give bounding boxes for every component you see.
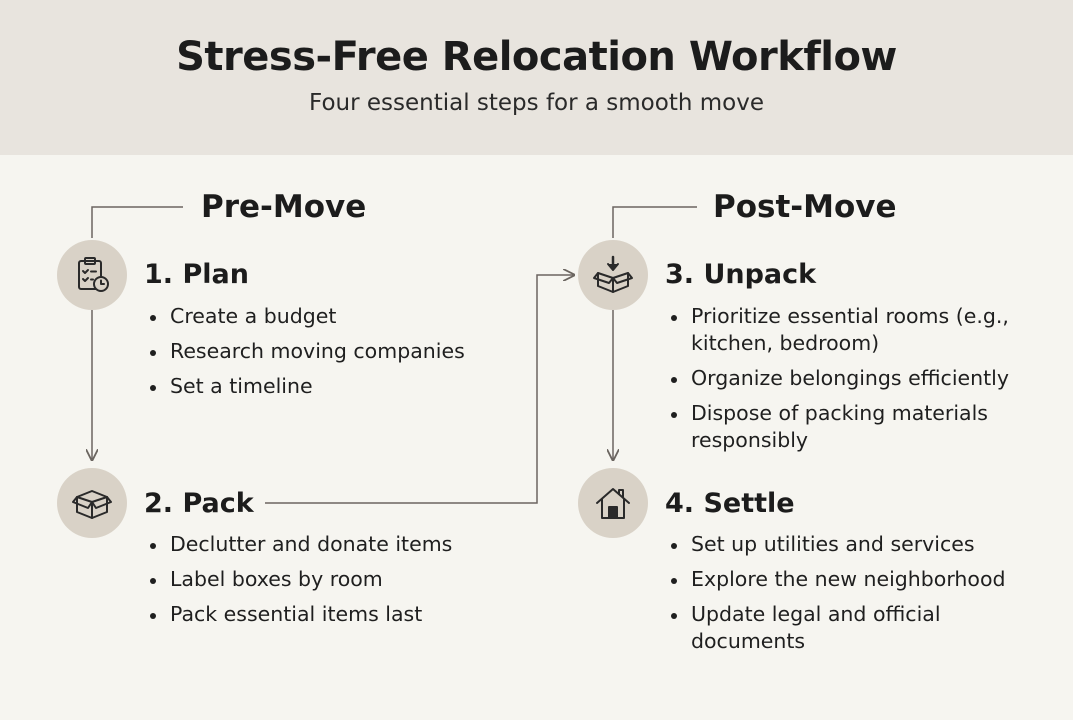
step-unpack-icon-circle [578,240,648,310]
step-plan-icon-circle [57,240,127,310]
step-pack-title: 2. Pack [144,488,254,519]
step-settle-title: 4. Settle [665,488,795,519]
clipboard-clock-icon [78,257,109,292]
list-item: Explore the new neighborhood [667,566,1027,593]
list-item: Dispose of packing materials responsibly [667,400,1027,454]
step-pack-icon-circle [57,468,127,538]
step-settle-icon-circle [578,468,648,538]
page-title: Stress-Free Relocation Workflow [176,34,897,80]
pre-move-heading: Pre-Move [201,189,367,225]
list-item: Create a budget [146,303,526,330]
step-plan-title: 1. Plan [144,259,249,290]
list-item: Prioritize essential rooms (e.g., kitche… [667,303,1027,357]
step-unpack-list: Prioritize essential rooms (e.g., kitche… [667,303,1027,462]
box-down-arrow-icon [593,255,633,293]
list-item: Set a timeline [146,373,526,400]
list-item: Update legal and official documents [667,601,1027,655]
step-plan-list: Create a budget Research moving companie… [146,303,526,408]
list-item: Set up utilities and services [667,531,1027,558]
post-move-heading: Post-Move [713,189,897,225]
list-item: Label boxes by room [146,566,526,593]
step-pack-list: Declutter and donate items Label boxes b… [146,531,526,636]
list-item: Declutter and donate items [146,531,526,558]
step-settle-list: Set up utilities and services Explore th… [667,531,1027,663]
box-icon [72,490,112,519]
list-item: Pack essential items last [146,601,526,628]
page-subtitle: Four essential steps for a smooth move [309,90,764,116]
post-move-bracket-line [612,206,697,238]
step-unpack-title: 3. Unpack [665,259,817,290]
header-band: Stress-Free Relocation Workflow Four ess… [0,0,1073,155]
list-item: Research moving companies [146,338,526,365]
house-icon [596,488,630,519]
list-item: Organize belongings efficiently [667,365,1027,392]
pre-move-bracket-line [91,206,183,238]
